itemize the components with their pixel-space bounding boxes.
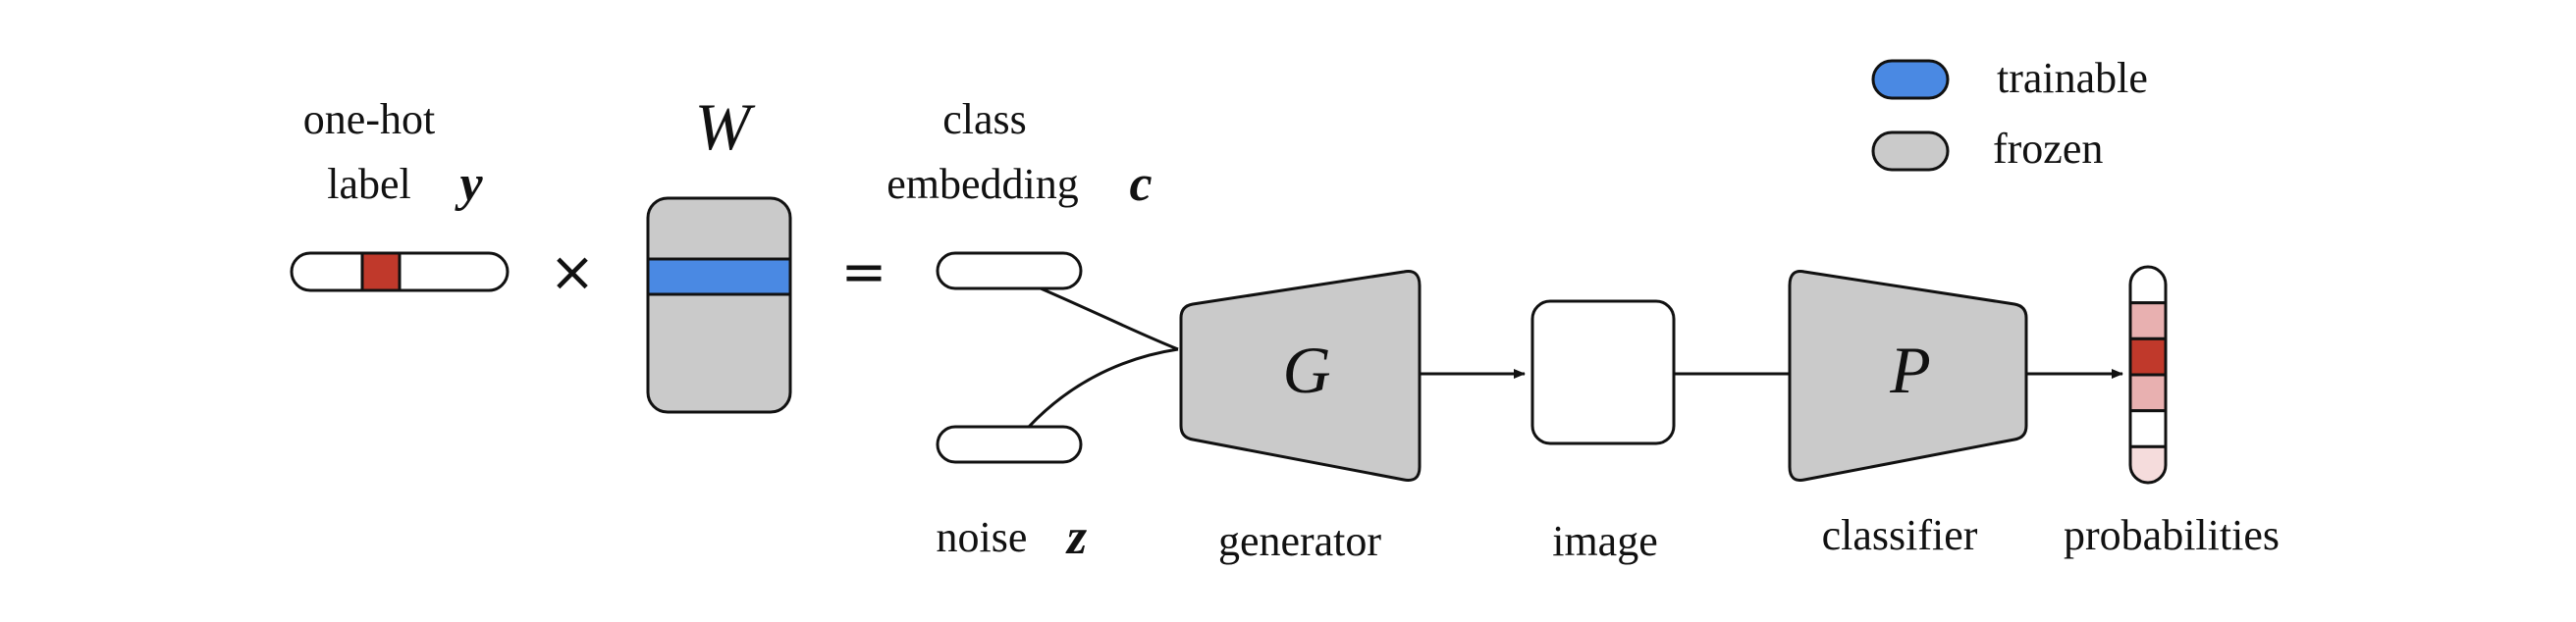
- probabilities-vector-outline: [2128, 265, 2168, 485]
- class-embedding-group: class embedding c: [886, 95, 1153, 290]
- probabilities-label: probabilities: [2064, 511, 2280, 559]
- embedding-label-line2: embedding: [886, 160, 1079, 208]
- image-box: [1530, 299, 1676, 445]
- generator-block: [1179, 270, 1422, 482]
- onehot-label-line1: one-hot: [303, 95, 435, 143]
- weight-matrix: [646, 196, 792, 414]
- noise-to-generator-connector: [1027, 347, 1179, 429]
- times-operator: ×: [550, 240, 596, 304]
- generator-symbol: G: [1282, 333, 1330, 407]
- noise-group: noise z: [936, 425, 1088, 565]
- onehot-label-group: one-hot label y: [290, 95, 510, 292]
- probability-cell-2: [2130, 301, 2166, 340]
- legend-frozen-swatch: [1871, 130, 1950, 172]
- weight-symbol: W: [695, 89, 756, 164]
- classifier-label: classifier: [1822, 511, 1978, 559]
- probability-cell-4: [2130, 373, 2166, 413]
- image-group: image: [1530, 299, 1676, 565]
- legend-trainable-swatch: [1871, 59, 1950, 100]
- embedding-symbol: c: [1129, 156, 1152, 212]
- legend: trainable frozen: [1871, 54, 2148, 173]
- generator-group: G generator: [1179, 270, 1422, 565]
- noise-vector: [936, 425, 1083, 464]
- noise-symbol: z: [1065, 509, 1088, 565]
- embedding-to-generator-connector: [1040, 286, 1179, 351]
- probabilities-group: probabilities: [2064, 265, 2280, 559]
- legend-trainable-label: trainable: [1997, 54, 2148, 102]
- classifier-symbol: P: [1889, 333, 1931, 407]
- classifier-block: [1788, 270, 2028, 482]
- onehot-label-line2: label: [327, 160, 411, 208]
- legend-frozen-label: frozen: [1993, 125, 2103, 173]
- weight-matrix-trainable-row: [646, 257, 792, 296]
- probabilities-cells: [2130, 267, 2166, 483]
- generator-label: generator: [1218, 517, 1381, 565]
- probability-cell-3: [2130, 337, 2166, 377]
- onehot-active-cell: [360, 251, 402, 292]
- equals-operator: =: [841, 240, 887, 304]
- probability-cell-5: [2130, 409, 2166, 448]
- class-embedding-vector: [936, 251, 1083, 290]
- weight-matrix-group: W: [646, 89, 792, 414]
- onehot-label-symbol: y: [454, 156, 483, 212]
- classifier-group: P classifier: [1788, 270, 2028, 559]
- image-label: image: [1552, 517, 1658, 565]
- embedding-label-line1: class: [942, 95, 1027, 143]
- noise-label: noise: [937, 513, 1028, 561]
